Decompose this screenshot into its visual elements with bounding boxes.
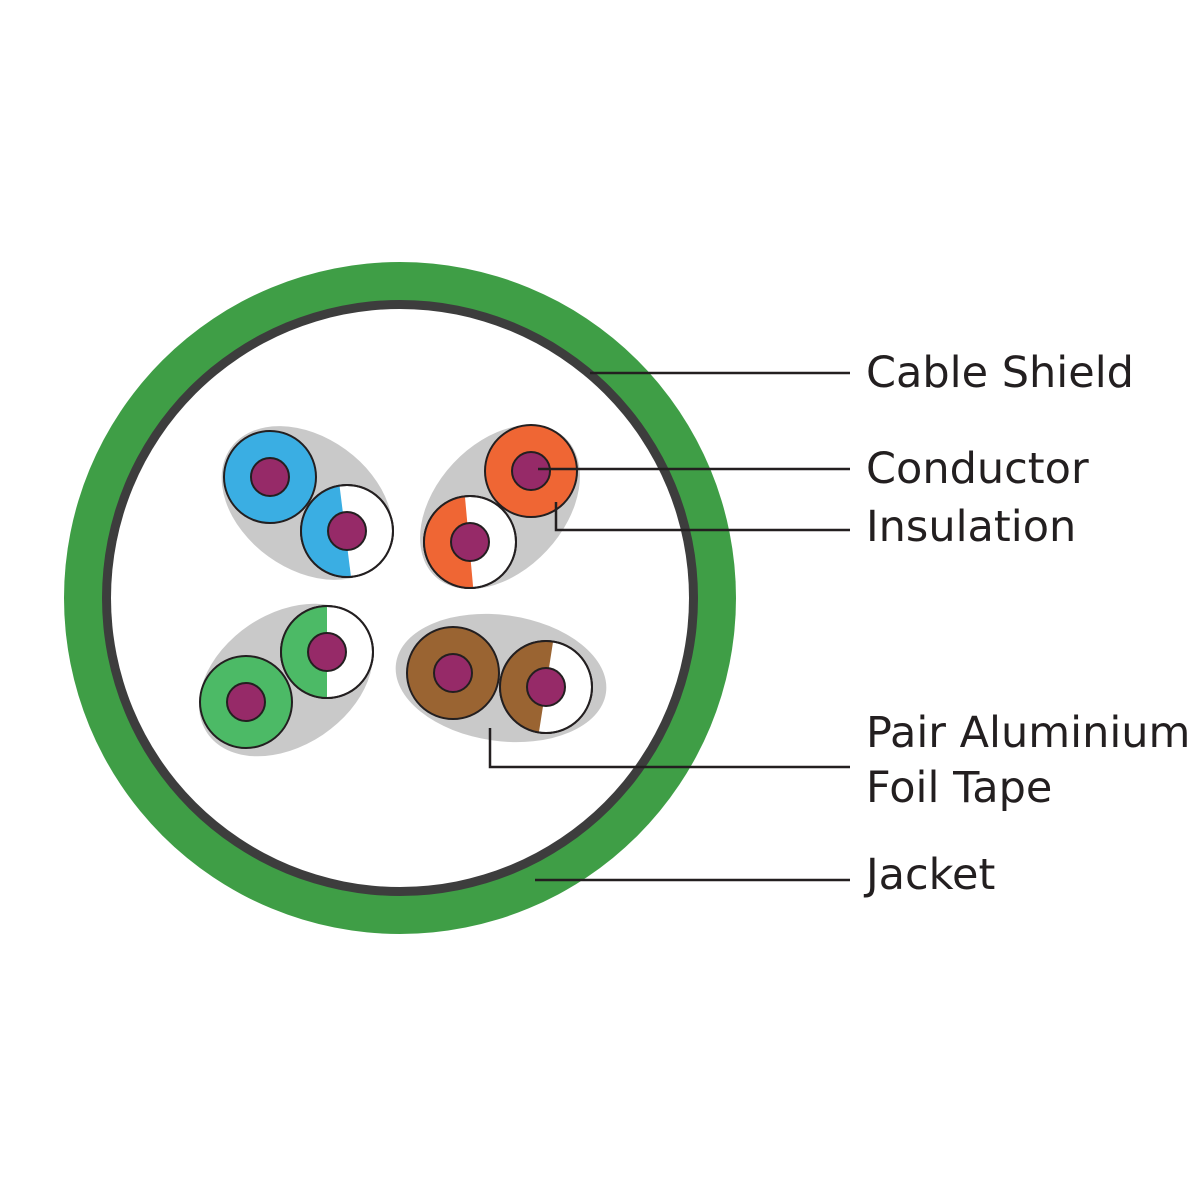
label-cable-shield: Cable Shield [866,348,1134,398]
label-pair-foil-line1: Pair Aluminium [866,708,1191,758]
twisted-pair-orange [423,424,578,589]
conductor [526,667,566,707]
conductor [511,451,551,491]
label-conductor: Conductor [866,444,1089,494]
wire-outline [280,605,374,699]
leader-pair-foil [488,728,850,769]
leader-lines [488,371,850,882]
twisted-pair-blue [223,430,394,578]
wire-outline [423,495,517,589]
cable-core-area [111,309,689,887]
label-insulation: Insulation [866,502,1077,552]
wire-stripe-green [281,606,327,698]
conductor [226,682,266,722]
conductor [327,511,367,551]
conductor [250,457,290,497]
wire-stripe-orange [424,496,474,589]
leader-insulation [554,502,850,532]
conductor [307,632,347,672]
label-jacket: Jacket [866,850,996,900]
twisted-pair-green [199,605,374,749]
wire-outline [499,640,593,734]
twisted-pair-brown [406,626,593,734]
wire-stripe-blue [301,485,351,577]
label-pair-foil-line2: Foil Tape [866,763,1053,813]
conductor [433,653,473,693]
conductor [450,522,490,562]
wire-outline [300,484,394,578]
